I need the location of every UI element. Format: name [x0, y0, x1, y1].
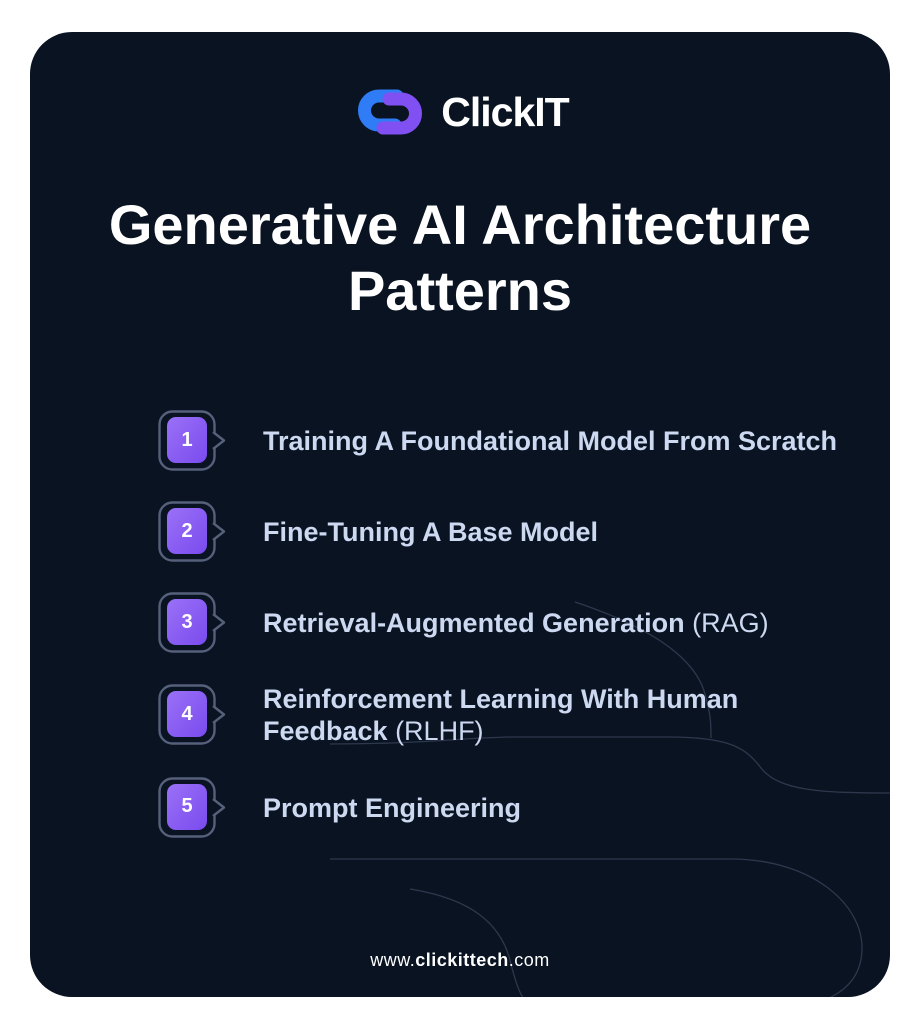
website-prefix: www.: [370, 950, 416, 970]
clickit-link-icon: [358, 89, 423, 135]
badge-number: 2: [181, 519, 193, 542]
item-label-bold: Prompt Engineering: [263, 792, 522, 823]
list-item: 1 Training A Foundational Model From Scr…: [158, 410, 838, 472]
badge-number: 4: [181, 702, 193, 725]
page-title: Generative AI Architecture Patterns: [30, 192, 890, 324]
list-item: 5 Prompt Engineering: [158, 777, 838, 839]
website-brand: clickittech: [415, 950, 509, 970]
page-title-text: Generative AI Architecture Patterns: [108, 193, 812, 323]
item-label-bold: Fine-Tuning A Base Model: [263, 516, 598, 547]
list-item: 2 Fine-Tuning A Base Model: [158, 501, 838, 563]
number-badge: 4: [158, 684, 226, 746]
badge-number: 1: [181, 428, 193, 451]
item-label-normal: (RAG): [684, 607, 769, 638]
badge-frame-icon: [158, 501, 226, 562]
badge-frame-icon: [158, 777, 226, 838]
pattern-list: 1 Training A Foundational Model From Scr…: [158, 410, 838, 868]
badge-number: 5: [181, 795, 193, 818]
item-label-bold: Retrieval-Augmented Generation: [263, 607, 685, 638]
item-label-bold: Reinforcement Learning With Human Feedba…: [263, 684, 739, 747]
website-footer: www.clickittech.com: [30, 950, 890, 971]
brand-logo: ClickIT: [30, 84, 890, 140]
badge-frame-icon: [158, 592, 226, 653]
website-suffix: .com: [508, 950, 550, 970]
item-label-normal: (RLHF): [387, 716, 484, 747]
number-badge: 5: [158, 777, 226, 839]
item-label: Retrieval-Augmented Generation (RAG): [263, 607, 769, 639]
item-label: Training A Foundational Model From Scrat…: [263, 425, 837, 457]
infographic-card: ClickIT Generative AI Architecture Patte…: [30, 32, 890, 997]
list-item: 4 Reinforcement Learning With Human Feed…: [158, 683, 838, 748]
brand-name: ClickIT: [441, 88, 569, 135]
item-label-bold: Training A Foundational Model From Scrat…: [263, 425, 838, 456]
list-item: 3 Retrieval-Augmented Generation (RAG): [158, 592, 838, 654]
item-label: Reinforcement Learning With Human Feedba…: [263, 683, 838, 748]
number-badge: 3: [158, 592, 226, 654]
item-label: Fine-Tuning A Base Model: [263, 516, 598, 548]
badge-frame-icon: [158, 684, 226, 746]
badge-frame-icon: [158, 410, 226, 471]
number-badge: 1: [158, 410, 226, 472]
item-label: Prompt Engineering: [263, 792, 521, 824]
badge-number: 3: [181, 610, 193, 633]
number-badge: 2: [158, 501, 226, 563]
